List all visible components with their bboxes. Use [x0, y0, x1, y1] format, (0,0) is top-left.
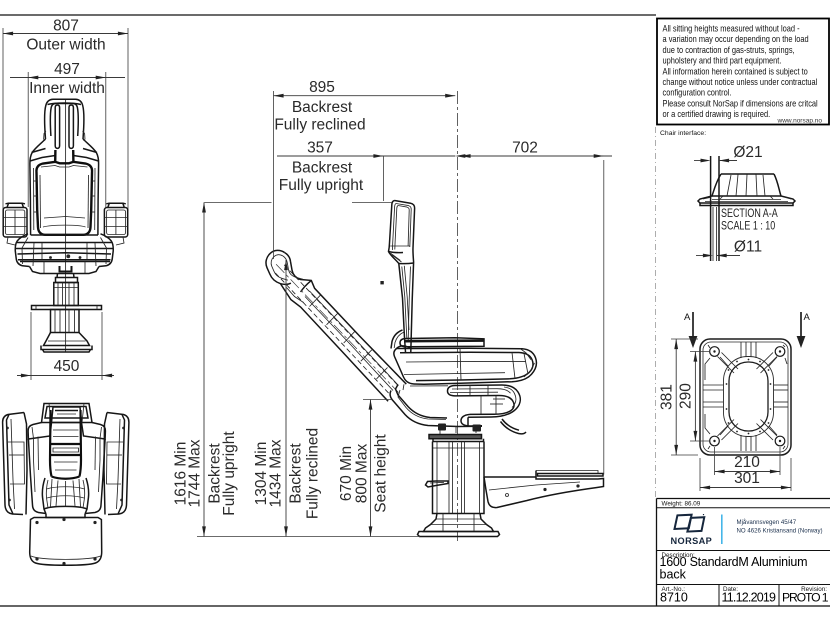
svg-text:11.12.2019: 11.12.2019: [722, 591, 777, 605]
svg-text:357: 357: [307, 140, 333, 157]
svg-text:Revision:: Revision:: [801, 586, 827, 593]
svg-text:Fully upright: Fully upright: [221, 431, 238, 516]
svg-text:1434 Max: 1434 Max: [268, 439, 285, 507]
svg-text:Outer width: Outer width: [26, 37, 105, 54]
svg-text:381: 381: [659, 384, 676, 410]
svg-text:All information herein contain: All information herein contained is subj…: [663, 65, 809, 76]
svg-text:or a certified drawing is requ: or a certified drawing is required.: [663, 108, 771, 119]
svg-text:1616 Min: 1616 Min: [173, 442, 190, 506]
svg-text:Art.-No.:: Art.-No.:: [662, 586, 686, 593]
svg-text:Chair interface:: Chair interface:: [660, 130, 706, 137]
svg-text:Backrest: Backrest: [292, 160, 353, 177]
svg-text:Backrest: Backrest: [292, 99, 353, 116]
svg-text:SECTION A-A: SECTION A-A: [721, 208, 778, 220]
svg-text:A: A: [684, 312, 691, 323]
svg-text:Backrest: Backrest: [288, 443, 305, 504]
svg-text:Seat height: Seat height: [373, 434, 390, 513]
svg-text:1744 Max: 1744 Max: [187, 439, 204, 507]
svg-text:1304 Min: 1304 Min: [253, 442, 270, 506]
svg-text:895: 895: [309, 79, 335, 96]
svg-text:670 Min: 670 Min: [338, 446, 355, 501]
svg-text:a variation may occur dependin: a variation may occur depending on the l…: [663, 33, 809, 44]
svg-text:290: 290: [678, 383, 695, 409]
svg-text:All sitting heights measured w: All sitting heights measured without loa…: [663, 23, 800, 34]
svg-text:450: 450: [54, 358, 80, 375]
svg-text:due to contraction of gas-stru: due to contraction of gas-struts, spring…: [663, 44, 795, 55]
svg-text:NO 4626 Kristiansand (Norway): NO 4626 Kristiansand (Norway): [737, 528, 823, 535]
svg-text:upholstery and third part equi: upholstery and third part equipment.: [663, 55, 782, 66]
svg-text:1600 StandardM Aluminium: 1600 StandardM Aluminium: [660, 555, 808, 569]
svg-text:Backrest: Backrest: [207, 443, 224, 504]
svg-text:SCALE 1 : 10: SCALE 1 : 10: [721, 221, 776, 233]
svg-text:8710: 8710: [660, 591, 688, 605]
svg-text:Please consult NorSap if dimen: Please consult NorSap if dimensions are …: [663, 98, 818, 109]
svg-text:Ø21: Ø21: [733, 144, 762, 161]
svg-text:PROTO 1: PROTO 1: [782, 591, 829, 605]
svg-text:configuration control.: configuration control.: [663, 87, 732, 98]
svg-text:Inner width: Inner width: [29, 80, 105, 97]
svg-text:change without notice unless u: change without notice unless under contr…: [663, 76, 818, 87]
svg-text:Fully reclined: Fully reclined: [274, 117, 365, 134]
svg-text:Mjåvannsvegen 45/47: Mjåvannsvegen 45/47: [737, 519, 797, 526]
svg-text:www.norsap.no: www.norsap.no: [777, 118, 823, 125]
svg-text:back: back: [660, 568, 687, 582]
svg-text:A: A: [804, 312, 811, 323]
svg-text:Date:: Date:: [723, 586, 738, 593]
svg-text:807: 807: [53, 18, 79, 35]
svg-text:Weight: 86.09: Weight: 86.09: [662, 501, 701, 508]
svg-text:301: 301: [734, 470, 760, 487]
svg-text:800 Max: 800 Max: [354, 444, 371, 504]
svg-text:497: 497: [54, 61, 80, 78]
svg-text:Fully upright: Fully upright: [279, 177, 364, 194]
svg-text:Fully reclined: Fully reclined: [305, 428, 322, 519]
svg-text:210: 210: [734, 454, 760, 471]
svg-text:Description:: Description:: [662, 552, 695, 559]
svg-text:Ø11: Ø11: [734, 239, 762, 256]
svg-text:NORSAP: NORSAP: [671, 536, 713, 546]
svg-text:702: 702: [512, 140, 538, 157]
